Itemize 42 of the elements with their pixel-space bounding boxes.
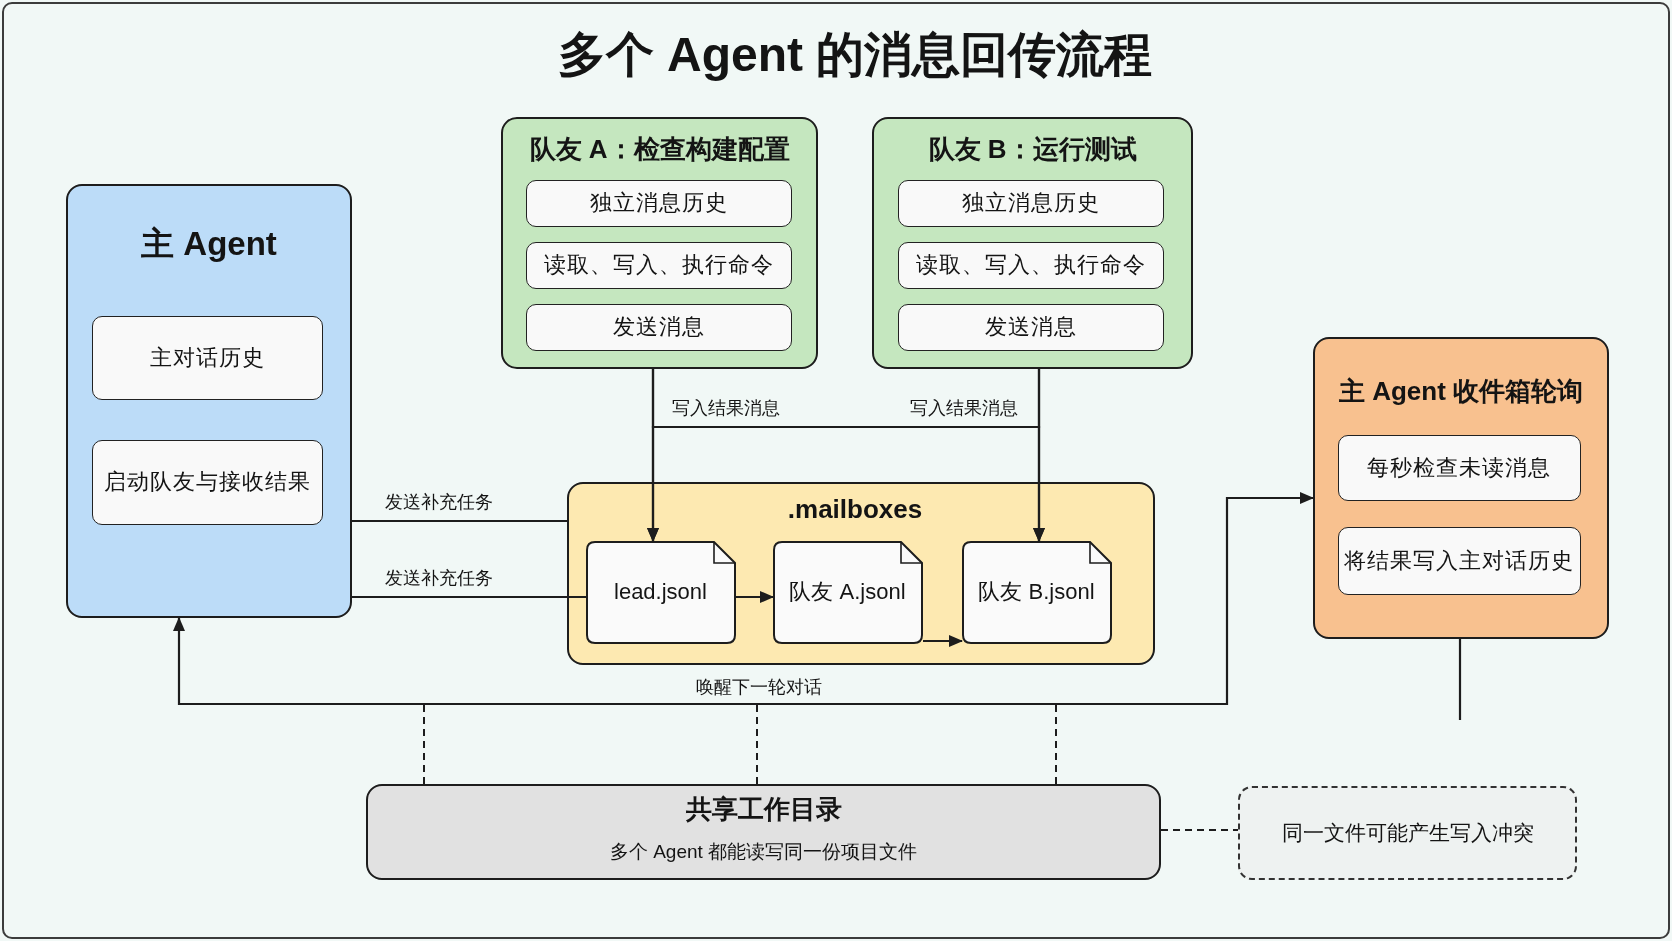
process-box: 发送消息: [897, 303, 1164, 351]
connector-line: [1458, 639, 1462, 720]
arrow: [923, 635, 963, 647]
process-box: 主对话历史: [91, 315, 323, 400]
file-card: 队友 B.jsonl: [961, 540, 1112, 644]
edge-label: 写入结果消息: [907, 397, 1021, 419]
edge-label: 写入结果消息: [669, 397, 783, 419]
arrow: [173, 492, 1314, 706]
process-box: 读取、写入、执行命令: [897, 241, 1164, 289]
arrow: [1033, 369, 1045, 542]
directory-panel: [366, 784, 1161, 880]
process-box: 将结果写入主对话历史: [1337, 526, 1581, 595]
process-box: 每秒检查未读消息: [1337, 434, 1581, 501]
box-heading: 共享工作目录: [684, 792, 843, 826]
description-text: 多个 Agent 都能读写同一份项目文件: [608, 840, 919, 864]
agent-panel: [501, 117, 818, 369]
file-card: lead.jsonl: [585, 540, 736, 644]
box-heading: 队友 A：检查构建配置: [528, 132, 791, 166]
title: 多个 Agent 的消息回传流程: [557, 27, 1153, 83]
dashed-line: [1055, 704, 1057, 785]
dashed-line: [423, 704, 425, 785]
agent-panel: [872, 117, 1193, 369]
mailbox-panel: [567, 482, 1155, 665]
agent-panel: [66, 184, 352, 618]
process-box: 独立消息历史: [525, 179, 792, 227]
arrow: [736, 591, 774, 603]
process-box: 独立消息历史: [897, 179, 1164, 227]
box-heading: 队友 B：运行测试: [927, 132, 1138, 166]
edge-label: 唤醒下一轮对话: [693, 676, 825, 698]
connector-line: [352, 519, 567, 523]
note-box: 同一文件可能产生写入冲突: [1238, 786, 1577, 880]
process-box: 启动队友与接收结果: [91, 439, 323, 525]
connector-line: [352, 595, 586, 599]
process-box: 发送消息: [525, 303, 792, 351]
dashed-line: [1160, 829, 1239, 831]
box-heading: 主 Agent: [140, 224, 278, 264]
box-heading: .mailboxes: [786, 492, 924, 526]
process-box: 读取、写入、执行命令: [525, 241, 792, 289]
inbox-panel: [1313, 337, 1609, 639]
dashed-line: [756, 704, 758, 785]
box-heading: 主 Agent 收件箱轮询: [1337, 374, 1585, 408]
file-card: 队友 A.jsonl: [772, 540, 923, 644]
